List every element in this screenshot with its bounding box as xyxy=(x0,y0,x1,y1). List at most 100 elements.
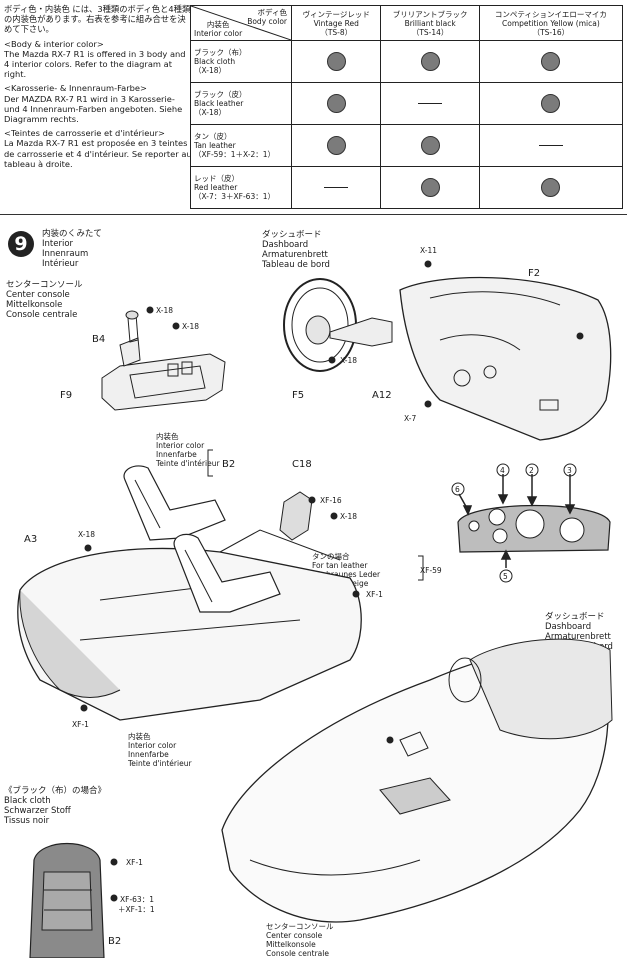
black-cloth-label: 《ブラック（布）の場合》 Black cloth Schwarzer Stoff… xyxy=(4,786,106,826)
intro-fr: La Mazda RX-7 R1 est proposée en 3 teint… xyxy=(4,138,192,169)
gauge-num-2: 2 xyxy=(529,466,534,475)
cc2-fr: Console centrale xyxy=(266,949,329,958)
paint-x18-1: X-18 xyxy=(156,306,174,315)
part-f5: F5 xyxy=(292,390,305,401)
interior-color-label: 内装色 Interior color Innenfarbe Teinte d'i… xyxy=(156,432,220,468)
dashboard-part-icon xyxy=(399,276,612,441)
cc-jp: センターコンソール xyxy=(6,280,83,290)
tan-en: For tan leather xyxy=(312,561,368,570)
paint-x11: X-11 xyxy=(420,246,438,255)
unavailable-dash xyxy=(538,145,563,146)
paint-xf63-mix: XF-63：1 xyxy=(120,895,154,904)
dashboard-label: ダッシュボード Dashboard Armaturenbrett Tableau… xyxy=(262,230,330,270)
seat-right-icon xyxy=(173,533,281,613)
part-a12: A12 xyxy=(372,390,392,401)
available-dot xyxy=(326,94,346,113)
row-jp: ブラック（布） xyxy=(194,48,247,57)
cc-de: Mittelkonsole xyxy=(6,300,63,310)
seat-left-icon xyxy=(123,465,226,541)
row-en: Black cloth xyxy=(194,57,236,66)
steering-wheel-icon xyxy=(283,278,393,372)
cc-fr: Console centrale xyxy=(6,310,78,320)
step-number: 9 xyxy=(8,231,34,257)
col-en: Vintage Red xyxy=(313,18,359,28)
intro-en: The Mazda RX-7 R1 is offered in 3 body a… xyxy=(4,48,186,80)
ic2-jp: 内装色 xyxy=(128,732,151,741)
bc-de: Schwarzer Stoff xyxy=(4,806,71,816)
available-dot xyxy=(541,94,561,113)
row-en: Tan leather xyxy=(194,141,236,150)
paint-xf16: XF-16 xyxy=(320,496,342,505)
ic2-fr: Teinte d'intérieur xyxy=(128,759,192,768)
paint-xf1-mix: ＋XF-1：1 xyxy=(118,905,155,914)
paint-xf1-3: XF-1 xyxy=(126,858,143,867)
corner-body-en: Body color xyxy=(247,17,287,26)
col-jp: ヴィンテージレッド xyxy=(302,9,370,19)
col-en: Brilliant black xyxy=(404,18,456,28)
paint-xf1-2: XF-1 xyxy=(72,720,89,729)
center-console-label-2: センターコンソール Center console Mittelkonsole C… xyxy=(266,922,334,958)
bracket-c18-icon xyxy=(279,491,313,541)
row-en: Black leather xyxy=(194,99,244,108)
section-divider xyxy=(0,214,627,215)
col-code: （TS-8） xyxy=(320,27,353,37)
dash2-jp: ダッシュボード xyxy=(545,612,605,622)
corner-body-jp: ボディ色 xyxy=(257,8,287,17)
ic-fr: Teinte d'intérieur xyxy=(156,459,220,468)
intro-text: ボディ色・内装色 には、3種類のボディ色と4種類の内装色があります。右表を参考に… xyxy=(4,4,192,173)
ic-jp: 内装色 xyxy=(156,432,179,441)
row-jp: レッド（皮） xyxy=(194,174,239,183)
available-dot xyxy=(541,52,561,71)
tan-de: Für braunes Leder xyxy=(312,570,381,579)
ic2-de: Innenfarbe xyxy=(128,750,169,759)
dash-en: Dashboard xyxy=(262,240,309,250)
unavailable-dash xyxy=(418,103,443,104)
corner-cell: ボディ色 Body color 内装色 Interior color xyxy=(190,5,292,41)
part-c18: C18 xyxy=(292,459,312,470)
available-dot xyxy=(420,52,440,71)
row-tan-leather: タン（皮）Tan leather（XF-59：1＋X-2：1） xyxy=(190,124,624,167)
gauge-num-4: 4 xyxy=(500,466,505,475)
part-b2-seat: B2 xyxy=(108,936,122,947)
paint-x18-6: X-18 xyxy=(78,530,96,539)
paint-x7: X-7 xyxy=(404,414,417,423)
unavailable-dash xyxy=(324,187,349,188)
ic2-en: Interior color xyxy=(128,741,177,750)
col-code: （TS-14） xyxy=(411,27,449,37)
row-black-cloth: ブラック（布）Black cloth（X-18） xyxy=(190,40,624,83)
step-title-jp: 内装のくみたて xyxy=(42,229,102,239)
intro-de: Der MAZDA RX-7 R1 wird in 3 Karosserie- … xyxy=(4,93,183,125)
dash-jp: ダッシュボード xyxy=(262,230,322,240)
center-console-label: センターコンソール Center console Mittelkonsole C… xyxy=(6,280,83,320)
paint-xf1-1: XF-1 xyxy=(366,590,383,599)
col-code: （TS-16） xyxy=(532,27,570,37)
col-jp: ブリリアントブラック xyxy=(392,9,468,19)
gauge-num-6: 6 xyxy=(455,485,460,494)
dash-de: Armaturenbrett xyxy=(262,250,328,260)
row-jp: ブラック（皮） xyxy=(194,90,247,99)
row-code: （X-18） xyxy=(194,108,227,117)
corner-diagonal xyxy=(191,6,291,40)
available-dot xyxy=(420,136,440,155)
col-jp: コンペティションイエローマイカ xyxy=(494,9,607,19)
step-title-en: Interior xyxy=(42,239,74,249)
col-en: Competition Yellow (mica) xyxy=(502,18,600,28)
step-title-fr: Intérieur xyxy=(42,259,79,269)
part-a3: A3 xyxy=(24,534,38,545)
part-b4: B4 xyxy=(92,334,106,345)
cc2-en: Center console xyxy=(266,931,323,940)
row-code: （XF-59：1＋X-2：1） xyxy=(194,150,275,159)
tan-paint-code: XF-59 xyxy=(420,566,442,575)
seat-cloth-detail-icon xyxy=(29,842,105,958)
paint-x18-5: X-18 xyxy=(340,512,358,521)
available-dot xyxy=(420,178,440,197)
available-dot xyxy=(326,136,346,155)
intro-fr-head: <Teintes de carrosserie et d'intérieur> xyxy=(4,128,165,139)
cc2-de: Mittelkonsole xyxy=(266,940,316,949)
cc-en: Center console xyxy=(6,290,70,300)
bc-en: Black cloth xyxy=(4,796,51,806)
available-dot xyxy=(326,52,346,71)
interior-color-label-2: 内装色 Interior color Innenfarbe Teinte d'i… xyxy=(128,732,192,768)
